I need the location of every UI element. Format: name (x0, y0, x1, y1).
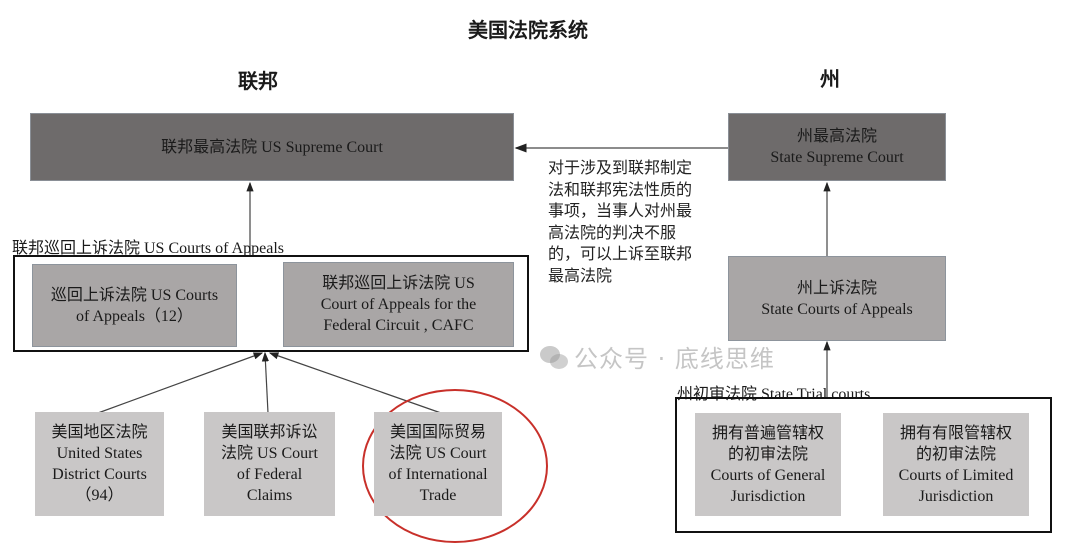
box-text: United States (56, 445, 143, 462)
state-courts-of-appeals: 州上诉法院 State Courts of Appeals (728, 256, 946, 341)
box-text: Court of Appeals for the (320, 296, 477, 313)
box-text: 州最高法院 (796, 128, 877, 145)
watermark: 公众号 · 底线思维 (574, 345, 775, 373)
state-heading: 州 (820, 69, 840, 91)
box-text: of Appeals（12） (76, 307, 193, 325)
us-court-of-federal-claims: 美国联邦诉讼 法院 US Court of Federal Claims (204, 412, 335, 516)
box-text: Federal Circuit , CAFC (323, 317, 474, 334)
us-supreme-court: 联邦最高法院 US Supreme Court (30, 113, 514, 181)
box-text: 联邦巡回上诉法院 US (322, 275, 475, 292)
court-of-appeals-federal-circuit: 联邦巡回上诉法院 US Court of Appeals for the Fed… (283, 262, 514, 347)
us-court-of-international-trade: 美国国际贸易 法院 US Court of International Trad… (374, 412, 502, 516)
state-trial-group (675, 397, 1052, 533)
wechat-icon (540, 346, 570, 372)
federal-appeals-group-label: 联邦巡回上诉法院 US Courts of Appeals (12, 240, 285, 257)
arrow-trade-to-appeals (268, 352, 442, 414)
box-text: 的初审法院 (915, 445, 996, 463)
box-text: 联邦最高法院 US Supreme Court (161, 138, 383, 156)
box-text: State Supreme Court (770, 149, 904, 166)
box-text: 美国国际贸易 (389, 424, 486, 441)
arrow-district-to-appeals (97, 352, 264, 414)
box-text: Courts of General (710, 466, 826, 484)
box-text: 法院 US Court (221, 445, 318, 462)
us-courts-of-appeals: 巡回上诉法院 US Courts of Appeals（12） (32, 264, 237, 347)
box-text: Trade (419, 487, 457, 504)
courts-of-general-jurisdiction: 拥有普遍管辖权 的初审法院 Courts of General Jurisdic… (695, 413, 841, 516)
box-text: 州上诉法院 (796, 279, 877, 297)
box-text: Courts of Limited (898, 466, 1014, 484)
state-supreme-court: 州最高法院 State Supreme Court (728, 113, 946, 181)
box-text: 美国联邦诉讼 (221, 424, 318, 441)
box-text: 拥有普遍管辖权 (711, 424, 824, 442)
courts-of-limited-jurisdiction: 拥有有限管辖权 的初审法院 Courts of Limited Jurisdic… (883, 413, 1029, 516)
appeal-note: 对于涉及到联邦制定法和联邦宪法性质的事项，当事人对州最高法院的判决不服的，可以上… (548, 160, 693, 285)
diagram-title: 美国法院系统 (468, 20, 588, 42)
box-text: of Federal (236, 466, 303, 483)
box-text: State Courts of Appeals (761, 300, 913, 318)
box-text: 法院 US Court (389, 445, 487, 462)
us-district-courts: 美国地区法院 United States District Courts （94… (35, 412, 164, 516)
box-text: 拥有有限管辖权 (899, 424, 1012, 442)
box-text: Claims (246, 487, 293, 504)
federal-heading: 联邦 (238, 71, 278, 93)
box-text: Jurisdiction (918, 487, 994, 505)
highlight-circle (362, 389, 548, 543)
box-text: 美国地区法院 (51, 424, 148, 441)
box-text: （94） (75, 487, 124, 504)
arrow-claims-to-appeals (261, 351, 270, 414)
box-text: District Courts (52, 466, 147, 483)
box-text: of International (388, 466, 488, 483)
box-text: 巡回上诉法院 US Courts (50, 286, 219, 304)
federal-appeals-group (13, 255, 529, 352)
box-text: 的初审法院 (727, 445, 808, 463)
box-text: Jurisdiction (730, 487, 806, 505)
